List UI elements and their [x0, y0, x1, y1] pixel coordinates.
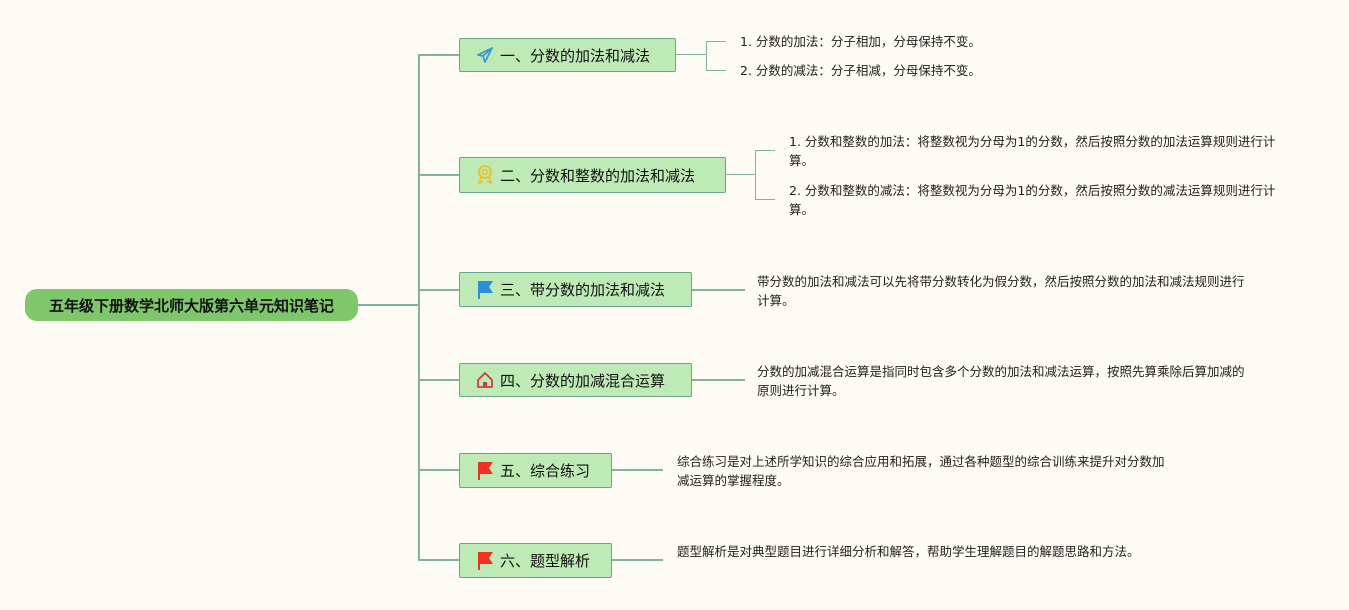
leaf-text[interactable]: 带分数的加法和减法可以先将带分数转化为假分数，然后按照分数的加法和减法规则进行计… — [757, 274, 1245, 308]
connector — [692, 379, 745, 381]
root-topic[interactable]: 五年级下册数学北师大版第六单元知识笔记 — [25, 289, 358, 321]
leaf-text[interactable]: 1. 分数和整数的加法：将整数视为分母为1的分数，然后按照分数的加法运算规则进行… — [789, 134, 1276, 168]
branch-6[interactable]: 六、题型解析 — [459, 543, 612, 578]
branch-title: 六、题型解析 — [500, 552, 591, 570]
leaf-text[interactable]: 2. 分数和整数的减法：将整数视为分母为1的分数，然后按照分数的减法运算规则进行… — [789, 183, 1276, 217]
connector — [755, 199, 775, 200]
leaf-text[interactable]: 1. 分数的加法：分子相加，分母保持不变。 — [740, 34, 981, 49]
branch-title: 三、带分数的加法和减法 — [500, 281, 666, 299]
connector — [612, 559, 663, 561]
connector — [358, 304, 418, 306]
connector — [418, 54, 459, 56]
home-icon — [477, 372, 493, 388]
connector — [706, 70, 726, 71]
branch-title: 四、分数的加减混合运算 — [500, 371, 666, 390]
branch-5[interactable]: 五、综合练习 — [459, 453, 612, 488]
branch-2[interactable]: 二、分数和整数的加法和减法 — [459, 157, 726, 193]
branch-title: 二、分数和整数的加法和减法 — [500, 166, 696, 185]
connector — [755, 150, 775, 151]
branch-3[interactable]: 三、带分数的加法和减法 — [459, 272, 692, 307]
branch-title: 五、综合练习 — [500, 462, 591, 480]
connector — [676, 54, 706, 55]
trunk — [418, 54, 420, 561]
connector — [692, 289, 745, 291]
paper-plane-icon — [477, 47, 493, 63]
leaf-text[interactable]: 综合练习是对上述所学知识的综合应用和拓展，通过各种题型的综合训练来提升对分数加减… — [677, 454, 1165, 488]
leaf-text[interactable]: 题型解析是对典型题目进行详细分析和解答，帮助学生理解题目的解题思路和方法。 — [677, 544, 1140, 559]
blue-flag-icon — [478, 280, 493, 299]
branch-title: 一、分数的加法和减法 — [500, 46, 651, 65]
connector — [755, 150, 756, 200]
connector — [418, 469, 459, 471]
connector — [418, 174, 459, 176]
red-flag-icon — [478, 461, 493, 480]
connector — [418, 559, 459, 561]
leaf-text[interactable]: 分数的加减混合运算是指同时包含多个分数的加法和减法运算，按照先算乘除后算加减的原… — [757, 364, 1245, 398]
connector — [418, 289, 459, 291]
leaf-text[interactable]: 2. 分数的减法：分子相减，分母保持不变。 — [740, 63, 981, 78]
connector — [418, 379, 459, 381]
connector — [726, 174, 755, 175]
award-medal-icon — [477, 165, 493, 185]
red-flag-icon — [478, 551, 493, 570]
branch-1[interactable]: 一、分数的加法和减法 — [459, 38, 676, 72]
connector — [612, 469, 663, 471]
connector — [706, 41, 707, 71]
branch-4[interactable]: 四、分数的加减混合运算 — [459, 363, 692, 397]
connector — [706, 41, 726, 42]
